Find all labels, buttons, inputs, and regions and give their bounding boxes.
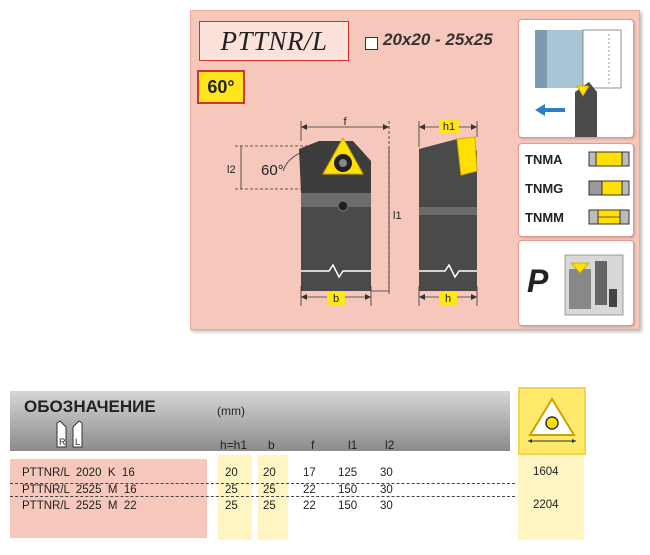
row-3-designation: PTTNR/L 2525 M 22 [22,500,137,512]
insert-row-tnma: TNMA [525,149,631,171]
hand-orientation-icon: R L [56,420,83,448]
col-header-l2: l2 [385,438,395,452]
angle-badge: 60° [197,70,245,104]
row-2-f: 22 [303,484,316,496]
dim-l1-label: l1 [393,210,402,222]
row-1-insert: 1604 [533,466,559,478]
insert-tnmg-icon [588,180,630,196]
hand-label-r: R [59,437,66,447]
side-view [418,121,478,306]
row-3-f: 22 [303,500,316,512]
model-title: PTTNR/L [220,26,328,56]
col-header-h: h=h1 [220,438,248,452]
col-header-b: b [268,438,275,452]
row-1-h: 20 [225,467,238,479]
row-1-designation: PTTNR/L 2020 K 16 [22,467,135,479]
insert-column-header [518,387,586,455]
row-3-b: 25 [263,500,276,512]
row-3-l2: 30 [380,500,393,512]
insert-types-box: TNMA TNMG TNMM [518,143,634,237]
col-header-f: f [311,438,315,452]
clamping-system-box: P [518,240,634,326]
row-2-l1: 150 [338,484,358,496]
row-2-h: 25 [225,484,238,496]
b-column-bg [258,455,288,540]
row-2-l2: 30 [380,484,393,496]
designation-column-bg [10,459,207,538]
insert-label: TNMA [525,152,563,167]
row-2-designation: PTTNR/L 2525 M 16 [22,484,137,496]
hand-label-l: L [75,437,80,447]
insert-column-bg [518,455,584,540]
row-1-l2: 30 [380,467,393,479]
dim-angle-label: 60° [261,162,284,179]
tool-spec-panel: PTTNR/L 20x20 - 25x25 60° [190,10,640,330]
insert-label: TNMM [525,210,564,225]
clamp-type-label: P [527,263,549,299]
row-2-b: 25 [263,484,276,496]
front-view [235,121,390,306]
row-divider [10,483,515,484]
table-header: ОБОЗНАЧЕНИЕ (mm) R L h=h1 b f l1 l2 [10,391,510,452]
h-column-bg [218,455,252,540]
lever-clamp-icon [564,254,624,316]
row-3-insert: 2204 [533,499,559,511]
col-header-l1: l1 [348,438,358,452]
row-1-f: 17 [303,467,316,479]
holder-orientation-box [518,19,634,138]
tool-drawing: f h1 l2 l1 60° b h [227,116,478,306]
row-3-l1: 150 [338,500,358,512]
holder-orientation-icon [535,29,622,138]
dim-h1-label: h1 [443,121,455,133]
dim-f-label: f [343,116,347,128]
insert-row-tnmg: TNMG [525,178,631,200]
dim-h-label: h [445,293,451,305]
dim-l2-label: l2 [227,164,236,176]
unit-label: (mm) [217,404,245,418]
size-range: 20x20 - 25x25 [383,30,493,49]
model-title-box: PTTNR/L [199,21,349,61]
insert-tnmm-icon [588,209,630,225]
designation-title: ОБОЗНАЧЕНИЕ [24,397,156,416]
row-1-l1: 125 [338,467,358,479]
triangle-insert-icon [528,397,576,443]
size-checkbox-icon [365,37,378,50]
row-divider [10,496,515,497]
row-1-b: 20 [263,467,276,479]
insert-tnma-icon [588,151,630,167]
insert-label: TNMG [525,181,564,196]
row-3-h: 25 [225,500,238,512]
insert-row-tnmm: TNMM [525,207,631,229]
dim-b-label: b [333,293,339,305]
